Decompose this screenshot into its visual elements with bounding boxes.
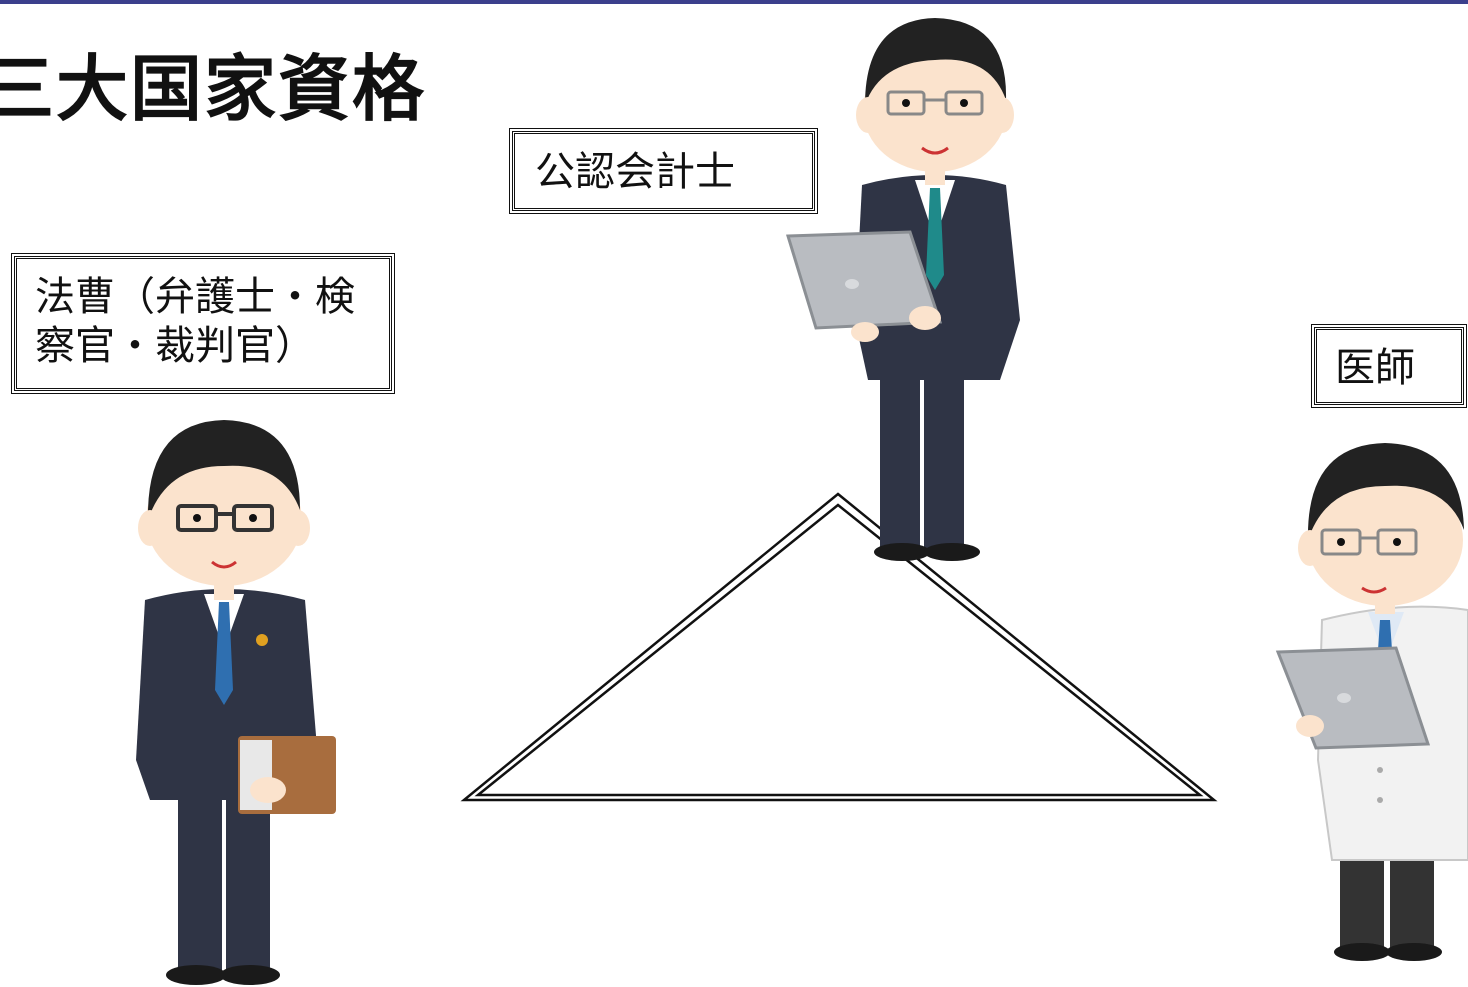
lawyer-figure: [136, 420, 336, 985]
label-cpa: 公認会計士: [509, 128, 818, 214]
label-legal: 法曹（弁護士・検察官・裁判官）: [11, 253, 395, 394]
label-doctor: 医師: [1311, 324, 1467, 408]
doctor-figure: [1275, 443, 1468, 961]
top-accent-bar: [0, 0, 1468, 4]
accountant-figure: [785, 18, 1020, 561]
triangle-diagram: [460, 492, 1218, 802]
folder-icon: [238, 736, 336, 814]
page-title: 三大国家資格: [0, 46, 427, 131]
